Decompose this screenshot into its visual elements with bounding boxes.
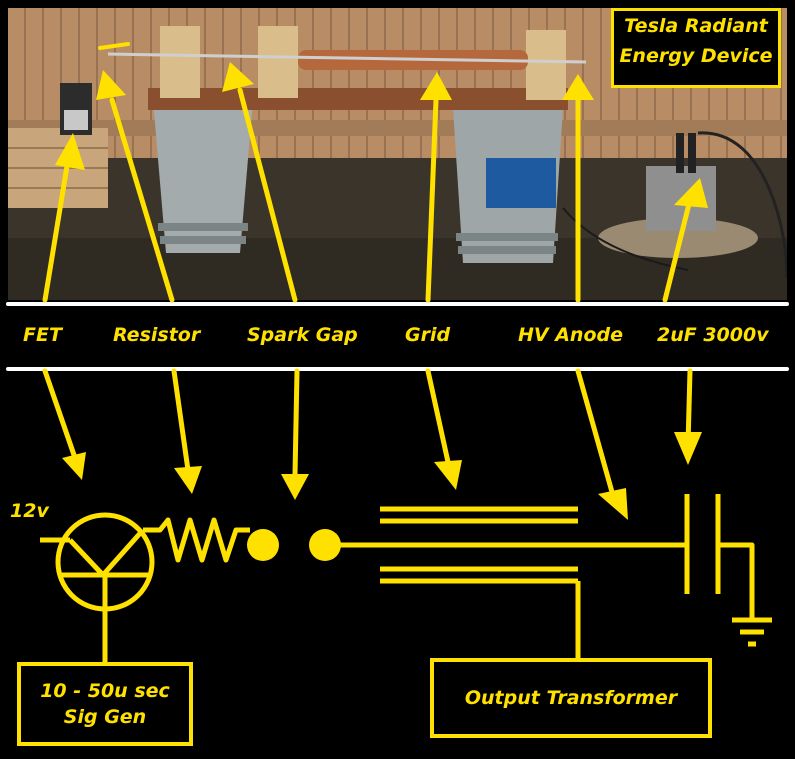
label-hv-anode: HV Anode <box>518 324 623 346</box>
pointer-line-spark-gap <box>237 87 298 303</box>
label-grid: Grid <box>405 324 451 346</box>
schem-arrowhead-resistor <box>174 466 202 494</box>
wood-block-right <box>526 30 566 100</box>
spark-gap-ball-right <box>309 529 341 561</box>
pointer-line-capacitor <box>662 197 693 303</box>
arrowhead-grid <box>420 72 452 100</box>
schem-arrowhead-hv-anode <box>598 488 628 520</box>
left-bucket <box>153 100 253 253</box>
output-transformer-box: Output Transformer <box>430 658 712 738</box>
arrowhead-spark-gap <box>222 62 254 92</box>
base-board <box>148 88 568 110</box>
wood-block-left <box>160 26 200 98</box>
sig-gen-line-1: 10 - 50u sec <box>40 680 170 702</box>
title-line-1: Tesla Radiant <box>624 15 768 37</box>
schem-arrowhead-grid <box>434 460 462 490</box>
label-fet: FET <box>23 324 62 346</box>
arrowhead-resistor <box>96 70 126 100</box>
metal-rod <box>107 52 587 64</box>
arrowhead-hv-anode <box>562 74 594 100</box>
schem-pointer-hv-anode <box>575 368 615 495</box>
label-supply: 12v <box>10 500 49 522</box>
label-spark-gap: Spark Gap <box>247 324 358 346</box>
title-box: Tesla Radiant Energy Device <box>611 8 781 88</box>
arrowhead-capacitor <box>674 178 708 208</box>
capacitor-ground-lead <box>718 542 755 618</box>
wood-block-middle <box>258 26 298 98</box>
pointer-line-resistor <box>109 97 175 303</box>
schem-arrowhead-fet <box>62 452 86 480</box>
schem-arrowhead-capacitor <box>674 432 702 465</box>
schem-pointer-fet <box>42 368 77 458</box>
schem-pointer-resistor <box>171 368 191 473</box>
sig-gen-line-2: Sig Gen <box>63 706 147 728</box>
title-line-2: Energy Device <box>619 45 773 67</box>
spark-gap-ball-left <box>247 529 279 561</box>
output-transformer-label: Output Transformer <box>464 687 678 709</box>
label-resistor: Resistor <box>113 324 201 346</box>
pointer-line-grid <box>425 97 439 303</box>
schem-arrowhead-spark-gap <box>281 474 309 500</box>
pointer-line-fet <box>42 157 71 303</box>
arrowhead-fet <box>55 133 85 170</box>
schem-pointer-grid <box>425 368 451 465</box>
label-capacitor: 2uF 3000v <box>657 324 769 346</box>
schem-pointer-spark-gap <box>292 368 300 478</box>
sig-gen-box: 10 - 50u sec Sig Gen <box>17 662 193 746</box>
resistor-symbol <box>143 517 250 563</box>
